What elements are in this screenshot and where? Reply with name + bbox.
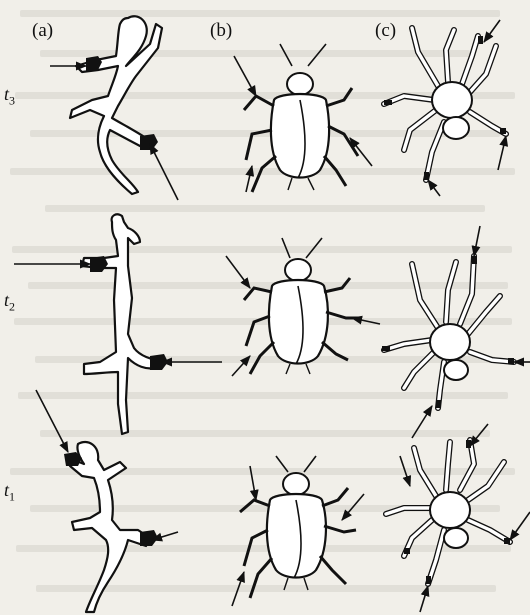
lizard-figure-t1 (36, 390, 178, 612)
force-arrow (226, 256, 250, 288)
force-arrow (428, 180, 440, 196)
force-arrow (350, 138, 372, 166)
force-arrow (232, 572, 244, 606)
foot-contact-marker (140, 530, 158, 546)
cockroach-figure-t1 (232, 456, 364, 606)
force-arrow (470, 424, 488, 446)
force-arrow (234, 56, 256, 96)
force-arrow (352, 318, 380, 324)
spider-figure-t3 (384, 20, 506, 196)
force-arrow (246, 166, 252, 192)
force-arrow (400, 456, 410, 486)
force-arrow (232, 356, 250, 376)
force-arrow (36, 390, 68, 452)
cockroach-figure-t2 (226, 238, 380, 376)
force-arrow (484, 20, 500, 42)
foot-contact-marker (140, 134, 158, 150)
cockroach-figure-t3 (234, 44, 372, 192)
spider-figure-t1 (386, 424, 530, 612)
force-arrow (510, 512, 530, 540)
spider-figure-t2 (382, 226, 530, 438)
force-arrow (250, 466, 256, 500)
lizard-figure-t3 (50, 16, 178, 200)
force-arrow (498, 136, 506, 170)
force-arrow (150, 144, 178, 200)
force-arrow (474, 226, 480, 256)
lizard-figure-t2 (14, 214, 222, 434)
force-arrow (420, 586, 428, 612)
force-arrow (412, 406, 432, 438)
force-arrow (342, 494, 364, 520)
